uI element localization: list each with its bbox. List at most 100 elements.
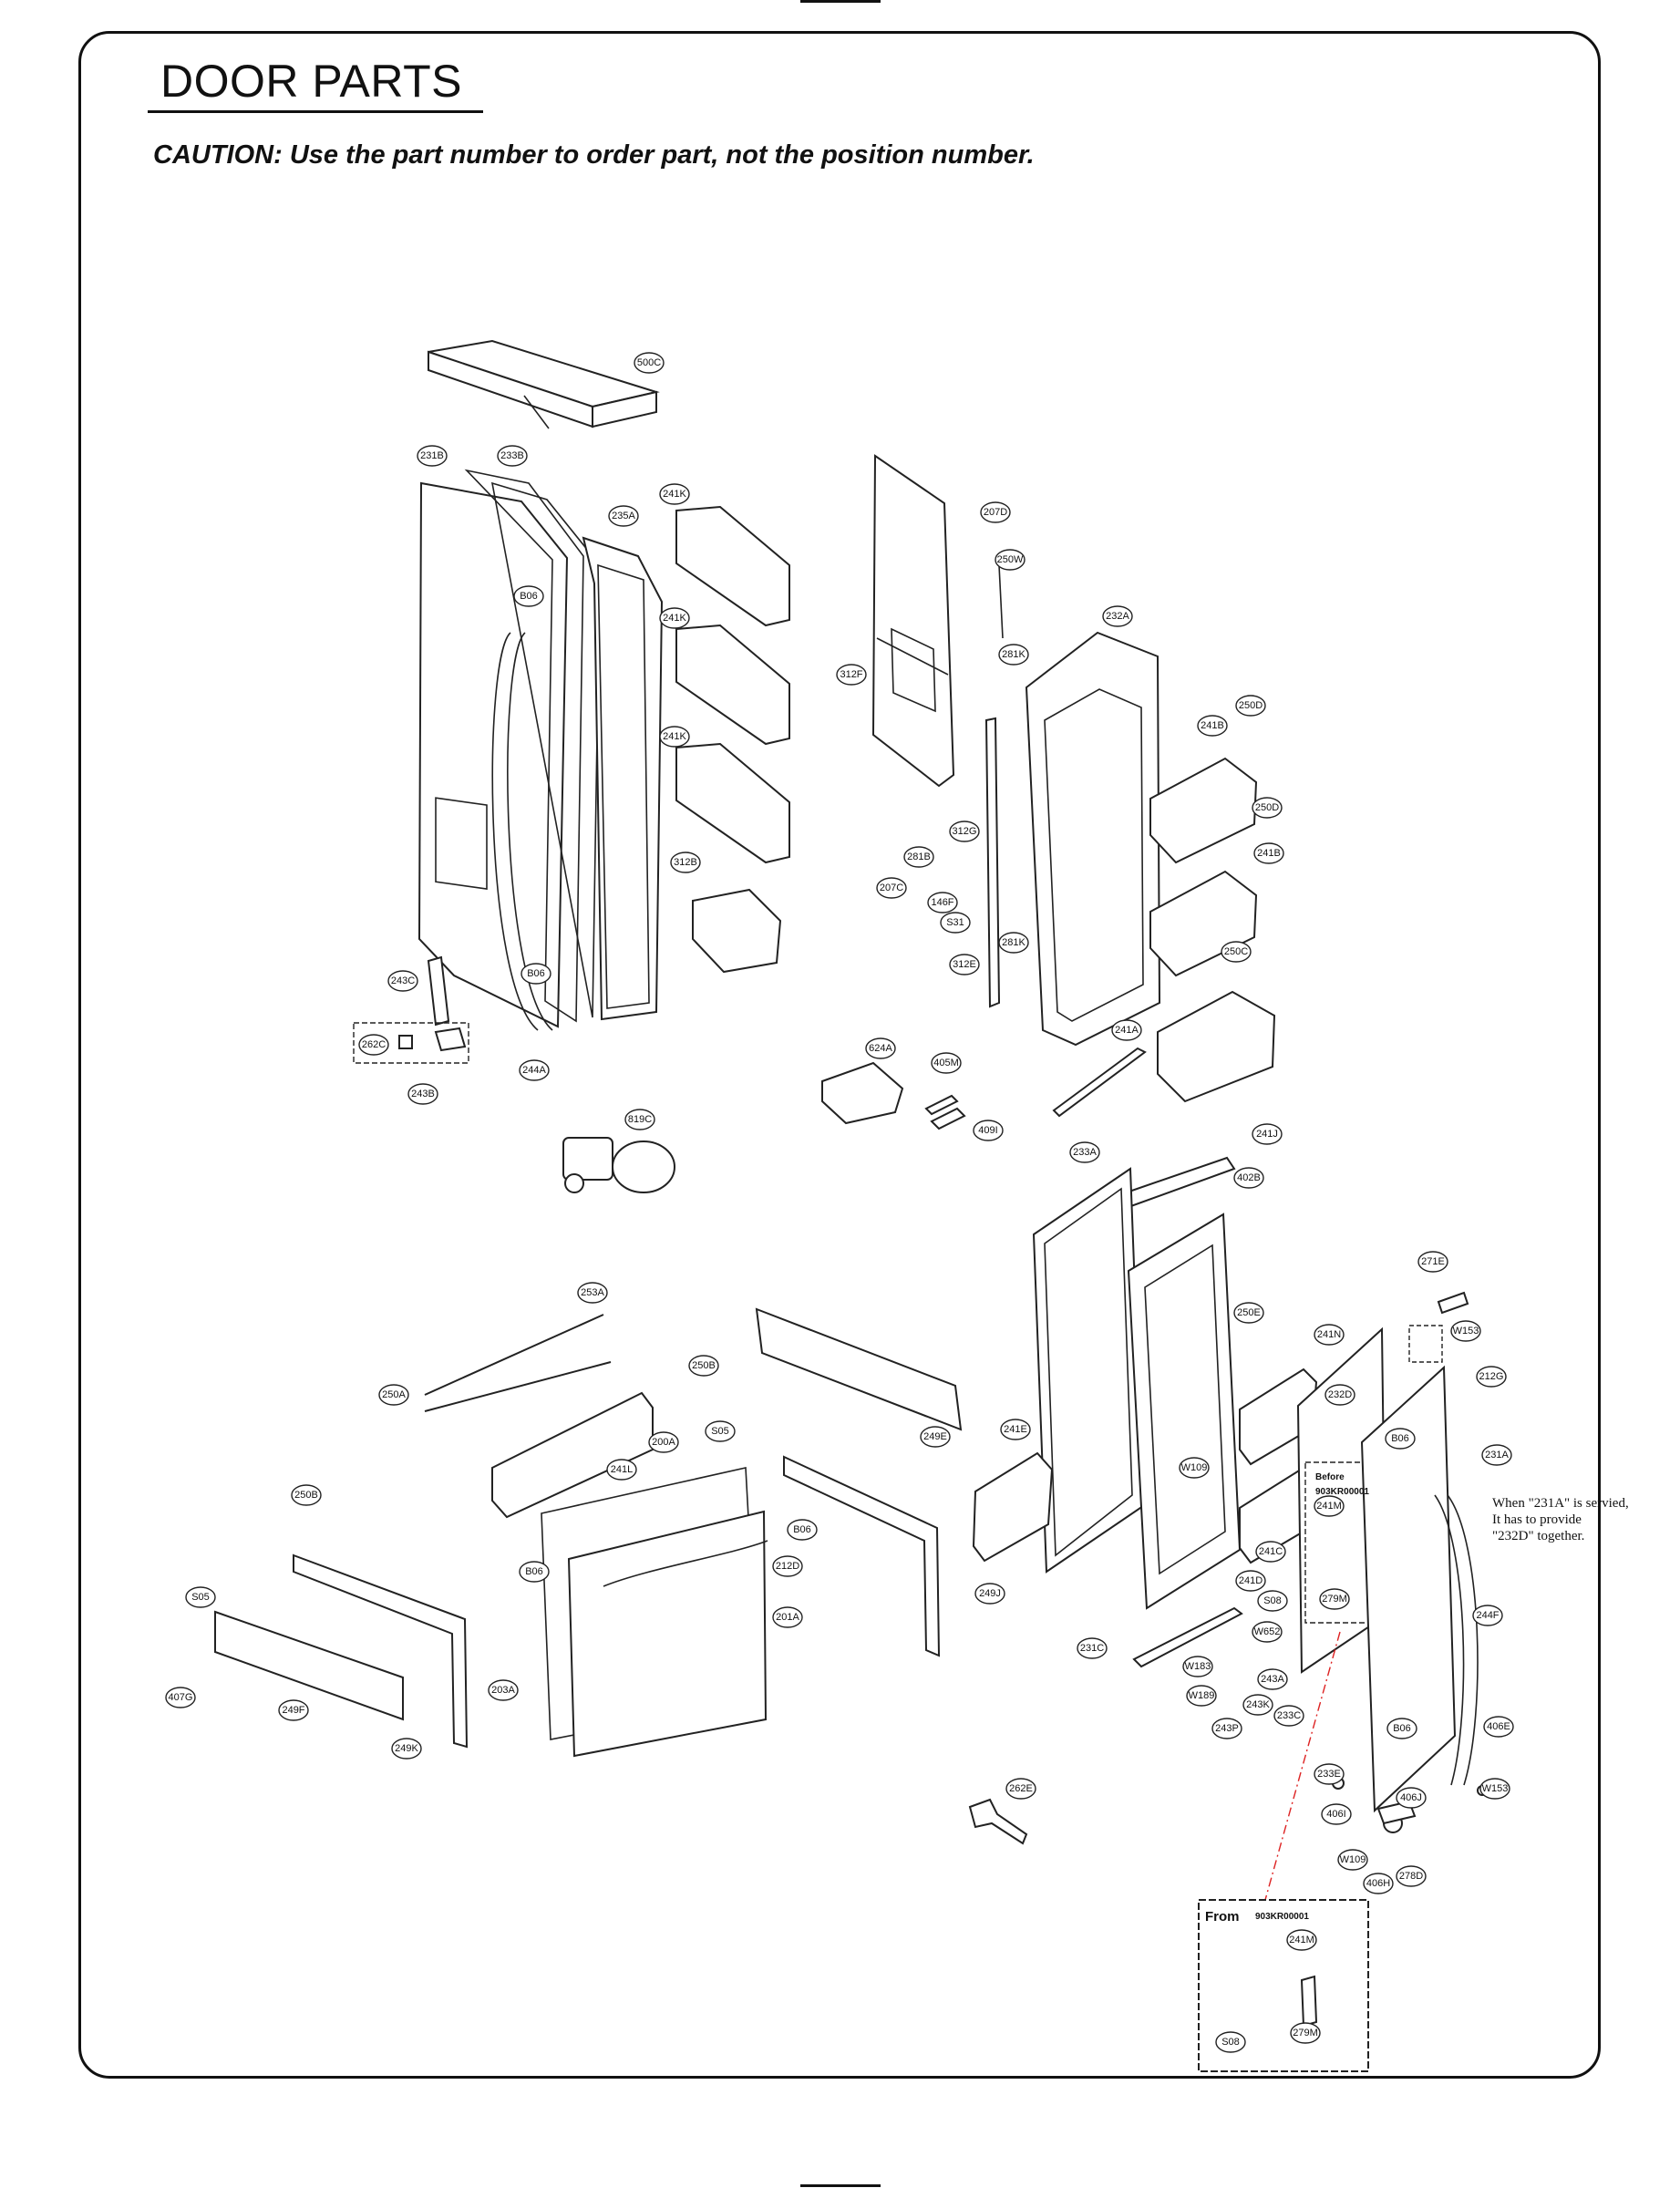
- callout-label: 241L: [611, 1464, 633, 1475]
- callout-w109: W109: [1337, 1849, 1368, 1871]
- callout-241k: 241K: [659, 726, 690, 748]
- callout-label: 250C: [1224, 946, 1248, 957]
- callout-212g: 212G: [1476, 1366, 1507, 1388]
- callout-label: 249K: [395, 1743, 418, 1754]
- callout-label: 241K: [663, 731, 686, 742]
- callout-label: 281K: [1002, 937, 1026, 948]
- callout-241k: 241K: [659, 607, 690, 629]
- callout-w189: W189: [1186, 1685, 1217, 1707]
- callout-b06: B06: [519, 1561, 550, 1583]
- callout-243a: 243A: [1257, 1668, 1288, 1690]
- callout-407g: 407G: [165, 1687, 196, 1708]
- callout-243c: 243C: [387, 970, 418, 992]
- callout-label: W189: [1189, 1690, 1215, 1701]
- callout-label: 253A: [581, 1287, 604, 1298]
- callout-label: 243K: [1246, 1699, 1270, 1710]
- callout-402b: 402B: [1233, 1167, 1264, 1189]
- service-note: When "231A" is servied, It has to provid…: [1492, 1496, 1629, 1543]
- callout-label: 500C: [637, 357, 661, 368]
- callout-label: B06: [525, 1566, 543, 1577]
- callout-label: 241M: [1289, 1935, 1314, 1945]
- callout-271e: 271E: [1417, 1251, 1448, 1273]
- callout-278d: 278D: [1396, 1865, 1427, 1887]
- callout-label: 241A: [1115, 1025, 1139, 1036]
- callout-label: S31: [946, 917, 964, 928]
- callout-243b: 243B: [407, 1083, 438, 1105]
- callout-label: 200A: [652, 1437, 675, 1448]
- bracket-312b-part: [692, 888, 782, 974]
- callout-s05: S05: [185, 1586, 216, 1608]
- top-cover-part: [428, 339, 660, 429]
- callout-label: 406E: [1487, 1721, 1510, 1732]
- callout-label: 243A: [1261, 1674, 1284, 1685]
- callout-249e: 249E: [920, 1426, 951, 1448]
- left-door-part: [417, 481, 569, 1031]
- callout-label: 406J: [1400, 1792, 1422, 1803]
- part-271e: [1408, 1291, 1469, 1363]
- from-box: [1198, 1899, 1369, 2072]
- callout-label: 250D: [1255, 802, 1279, 813]
- callout-233b: 233B: [497, 445, 528, 467]
- from-model: 903KR00001: [1255, 1912, 1309, 1922]
- callout-label: S05: [711, 1426, 729, 1437]
- callout-250c: 250C: [1221, 941, 1252, 963]
- callout-w153: W153: [1479, 1778, 1510, 1800]
- page-title: DOOR PARTS: [160, 56, 462, 107]
- before-model: 903KR00001: [1315, 1487, 1369, 1497]
- callout-244a: 244A: [519, 1059, 550, 1081]
- bar-241a-part: [1052, 1047, 1147, 1118]
- callout-312b: 312B: [670, 851, 701, 873]
- callout-label: 146F: [931, 897, 953, 908]
- callout-624a: 624A: [865, 1037, 896, 1059]
- callout-312g: 312G: [949, 820, 980, 842]
- callout-250b: 250B: [291, 1484, 322, 1506]
- callout-label: 244F: [1476, 1610, 1499, 1621]
- callout-406j: 406J: [1396, 1787, 1427, 1809]
- callout-label: S08: [1221, 2037, 1240, 2048]
- callout-244f: 244F: [1472, 1605, 1503, 1626]
- callout-label: 212G: [1479, 1371, 1504, 1382]
- callout-label: 241D: [1239, 1575, 1263, 1586]
- callout-250a: 250A: [378, 1384, 409, 1406]
- callout-262e: 262E: [1005, 1778, 1036, 1800]
- bin-241l-part: [491, 1391, 654, 1519]
- callout-241n: 241N: [1314, 1324, 1345, 1346]
- callout-241m: 241M: [1286, 1929, 1317, 1951]
- callout-279m: 279M: [1290, 2022, 1321, 2044]
- callout-label: 244A: [522, 1065, 546, 1076]
- callout-label: 250W: [997, 554, 1024, 565]
- top-page-tick: [800, 0, 881, 3]
- callout-label: 250B: [692, 1360, 716, 1371]
- callout-281k: 281K: [998, 932, 1029, 954]
- callout-label: 250E: [1237, 1307, 1261, 1318]
- callout-label: 207C: [880, 882, 903, 893]
- callout-232d: 232D: [1324, 1384, 1355, 1406]
- callout-241l: 241L: [606, 1459, 637, 1481]
- callout-207c: 207C: [876, 877, 907, 899]
- callout-label: 241J: [1256, 1129, 1278, 1140]
- callout-406i: 406I: [1321, 1803, 1352, 1825]
- callout-label: W109: [1181, 1462, 1208, 1473]
- callout-label: 201A: [776, 1612, 799, 1623]
- callout-241m: 241M: [1314, 1495, 1345, 1517]
- callout-label: 409I: [978, 1125, 997, 1136]
- callout-241e: 241E: [1000, 1419, 1031, 1440]
- callout-b06: B06: [1386, 1718, 1417, 1739]
- callout-207d: 207D: [980, 501, 1011, 523]
- callout-241b: 241B: [1253, 842, 1284, 864]
- callout-label: 241E: [1004, 1424, 1027, 1435]
- callout-233c: 233C: [1273, 1705, 1304, 1727]
- callout-253a: 253A: [577, 1282, 608, 1304]
- callout-label: 249F: [282, 1705, 304, 1716]
- callout-b06: B06: [1385, 1428, 1416, 1450]
- callout-label: 262E: [1009, 1783, 1033, 1794]
- right-door-gasket-part: [1032, 1167, 1145, 1574]
- callout-406e: 406E: [1483, 1716, 1514, 1738]
- callout-b06: B06: [520, 963, 551, 985]
- callout-label: B06: [527, 968, 545, 979]
- hinge-parts: [353, 955, 469, 1064]
- callout-243k: 243K: [1242, 1694, 1273, 1716]
- callout-b06: B06: [513, 585, 544, 607]
- callout-241a: 241A: [1111, 1019, 1142, 1041]
- page-frame: [78, 31, 1601, 2079]
